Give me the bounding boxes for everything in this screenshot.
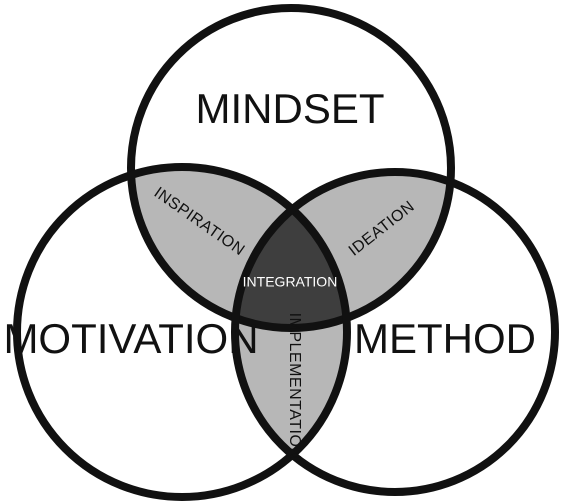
label-motivation: MOTIVATION bbox=[3, 315, 258, 362]
label-method: METHOD bbox=[354, 315, 536, 362]
overlap-center bbox=[235, 172, 347, 328]
label-mindset: MINDSET bbox=[196, 85, 385, 132]
circle-mindset bbox=[127, 4, 455, 332]
circle-method bbox=[231, 168, 559, 496]
circle-motivation bbox=[13, 163, 351, 501]
label-integration: INTEGRATION bbox=[243, 274, 338, 290]
label-implementation: IMPLEMENTATION bbox=[286, 313, 303, 460]
